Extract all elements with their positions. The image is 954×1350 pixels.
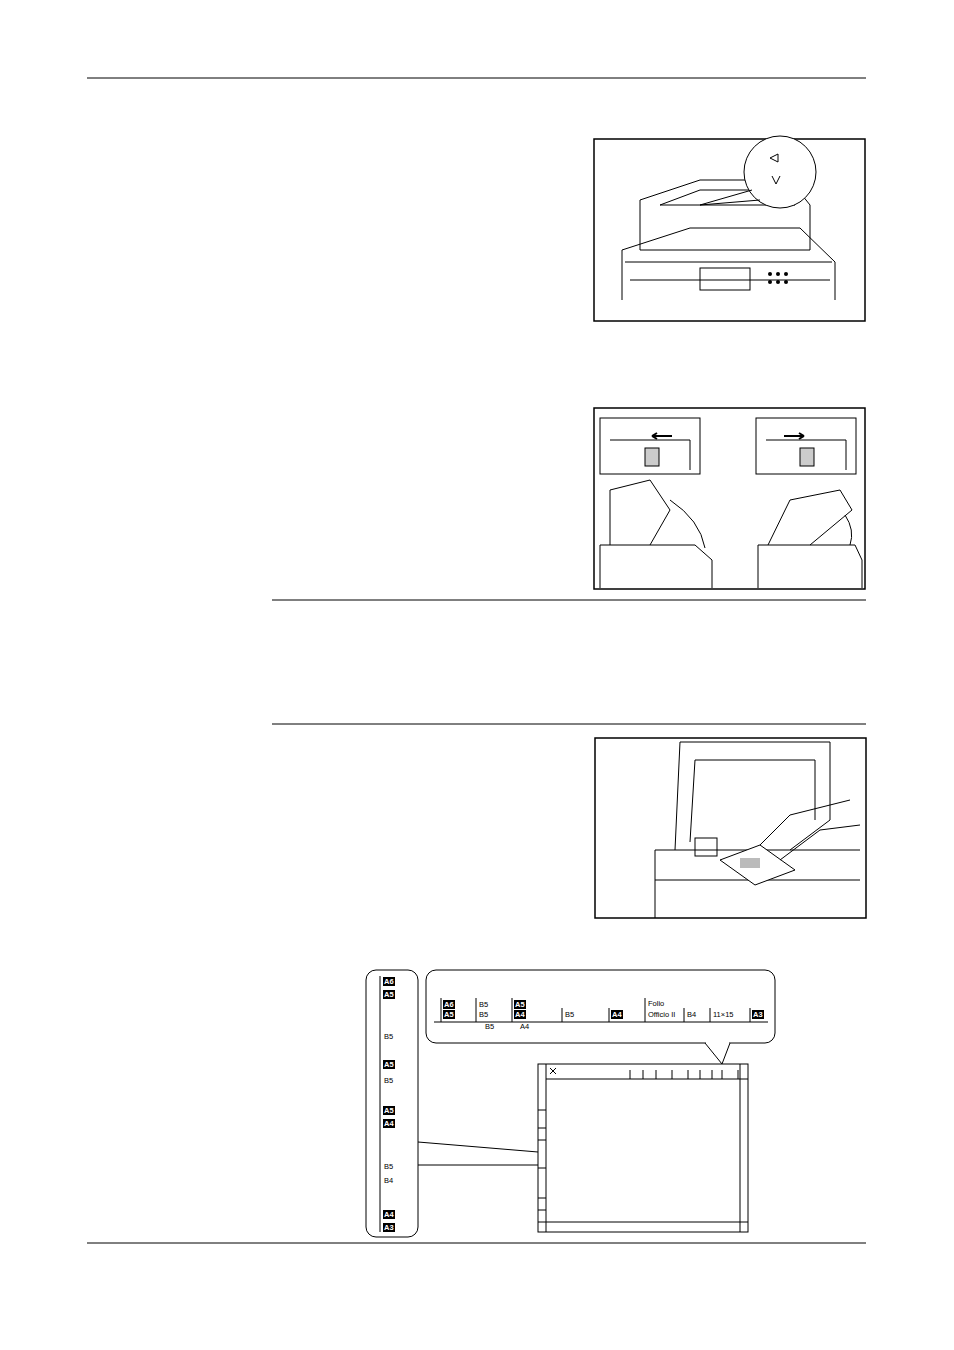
paper-size-label: B5 <box>383 1032 394 1041</box>
paper-size-label: B5 <box>478 1010 489 1019</box>
paper-size-label: A6 <box>383 977 395 986</box>
paper-size-label: A4 <box>383 1119 395 1128</box>
paper-size-label: A5 <box>383 1060 395 1069</box>
paper-size-label: A4 <box>519 1022 530 1031</box>
paper-size-label: A4 <box>383 1210 395 1219</box>
paper-size-label: Officio II <box>647 1010 676 1019</box>
paper-size-label: 11×15 <box>712 1010 735 1019</box>
paper-size-label: A3 <box>752 1010 764 1019</box>
paper-size-label: B4 <box>383 1176 394 1185</box>
paper-size-label: A6 <box>443 1000 455 1009</box>
paper-size-label: A5 <box>383 1106 395 1115</box>
paper-size-label: A5 <box>514 1000 526 1009</box>
paper-size-label: B5 <box>383 1162 394 1171</box>
paper-size-label: A5 <box>443 1010 455 1019</box>
paper-size-label: B5 <box>484 1022 495 1031</box>
paper-size-label: A3 <box>383 1223 395 1232</box>
paper-size-label: A5 <box>383 990 395 999</box>
paper-size-label: B5 <box>383 1076 394 1085</box>
paper-size-label: Folio <box>647 999 665 1008</box>
paper-size-label: B5 <box>564 1010 575 1019</box>
paper-size-label: B4 <box>686 1010 697 1019</box>
paper-size-label: A4 <box>514 1010 526 1019</box>
paper-size-label: A4 <box>611 1010 623 1019</box>
paper-size-label: B5 <box>478 1000 489 1009</box>
